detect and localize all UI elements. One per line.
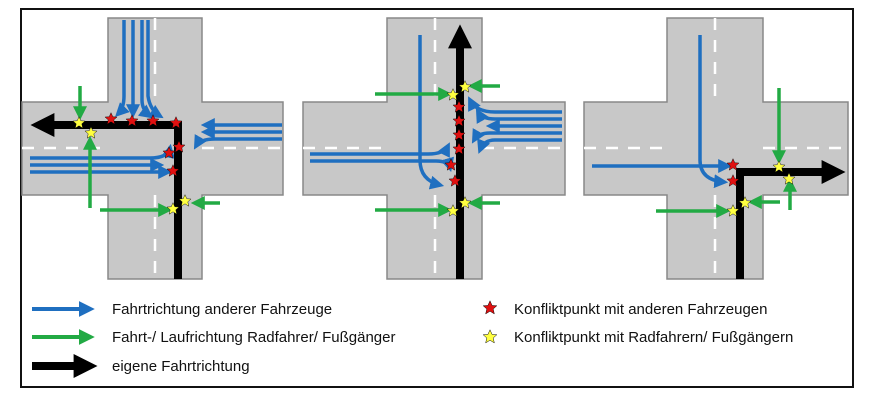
lane-markings <box>303 18 565 279</box>
cyclist-arrows <box>73 86 220 217</box>
panel-right-turn <box>583 17 849 280</box>
panel-straight <box>302 17 566 280</box>
lane-markings <box>584 18 848 279</box>
legend-label-other-vehicles: Fahrtrichtung anderer Fahrzeuge <box>112 301 332 318</box>
legend-label-conflict-vehicles: Konfliktpunkt mit anderen Fahrzeugen <box>514 301 767 318</box>
other-vehicle-arrows <box>592 35 733 189</box>
cyclist-arrows <box>656 88 797 218</box>
legend-yellow-star-icon <box>482 329 498 344</box>
legend-label-own-direction: eigene Fahrtrichtung <box>112 358 250 375</box>
road-cross <box>583 17 849 280</box>
legend-red-star-icon <box>482 300 498 315</box>
other-vehicle-arrows <box>310 35 562 190</box>
legend: Fahrtrichtung anderer Fahrzeuge Fahrt-/ … <box>32 300 793 378</box>
legend-label-cyclists: Fahrt-/ Laufrichtung Radfahrer/ Fußgänge… <box>112 329 395 346</box>
road-cross <box>21 17 284 280</box>
cyclist-arrows <box>375 79 500 217</box>
legend-label-conflict-cyclists: Konfliktpunkt mit Radfahrern/ Fußgängern <box>514 329 793 346</box>
panel-left-turn <box>21 17 284 280</box>
own-direction-arrow <box>736 160 846 279</box>
road-cross <box>302 17 566 280</box>
